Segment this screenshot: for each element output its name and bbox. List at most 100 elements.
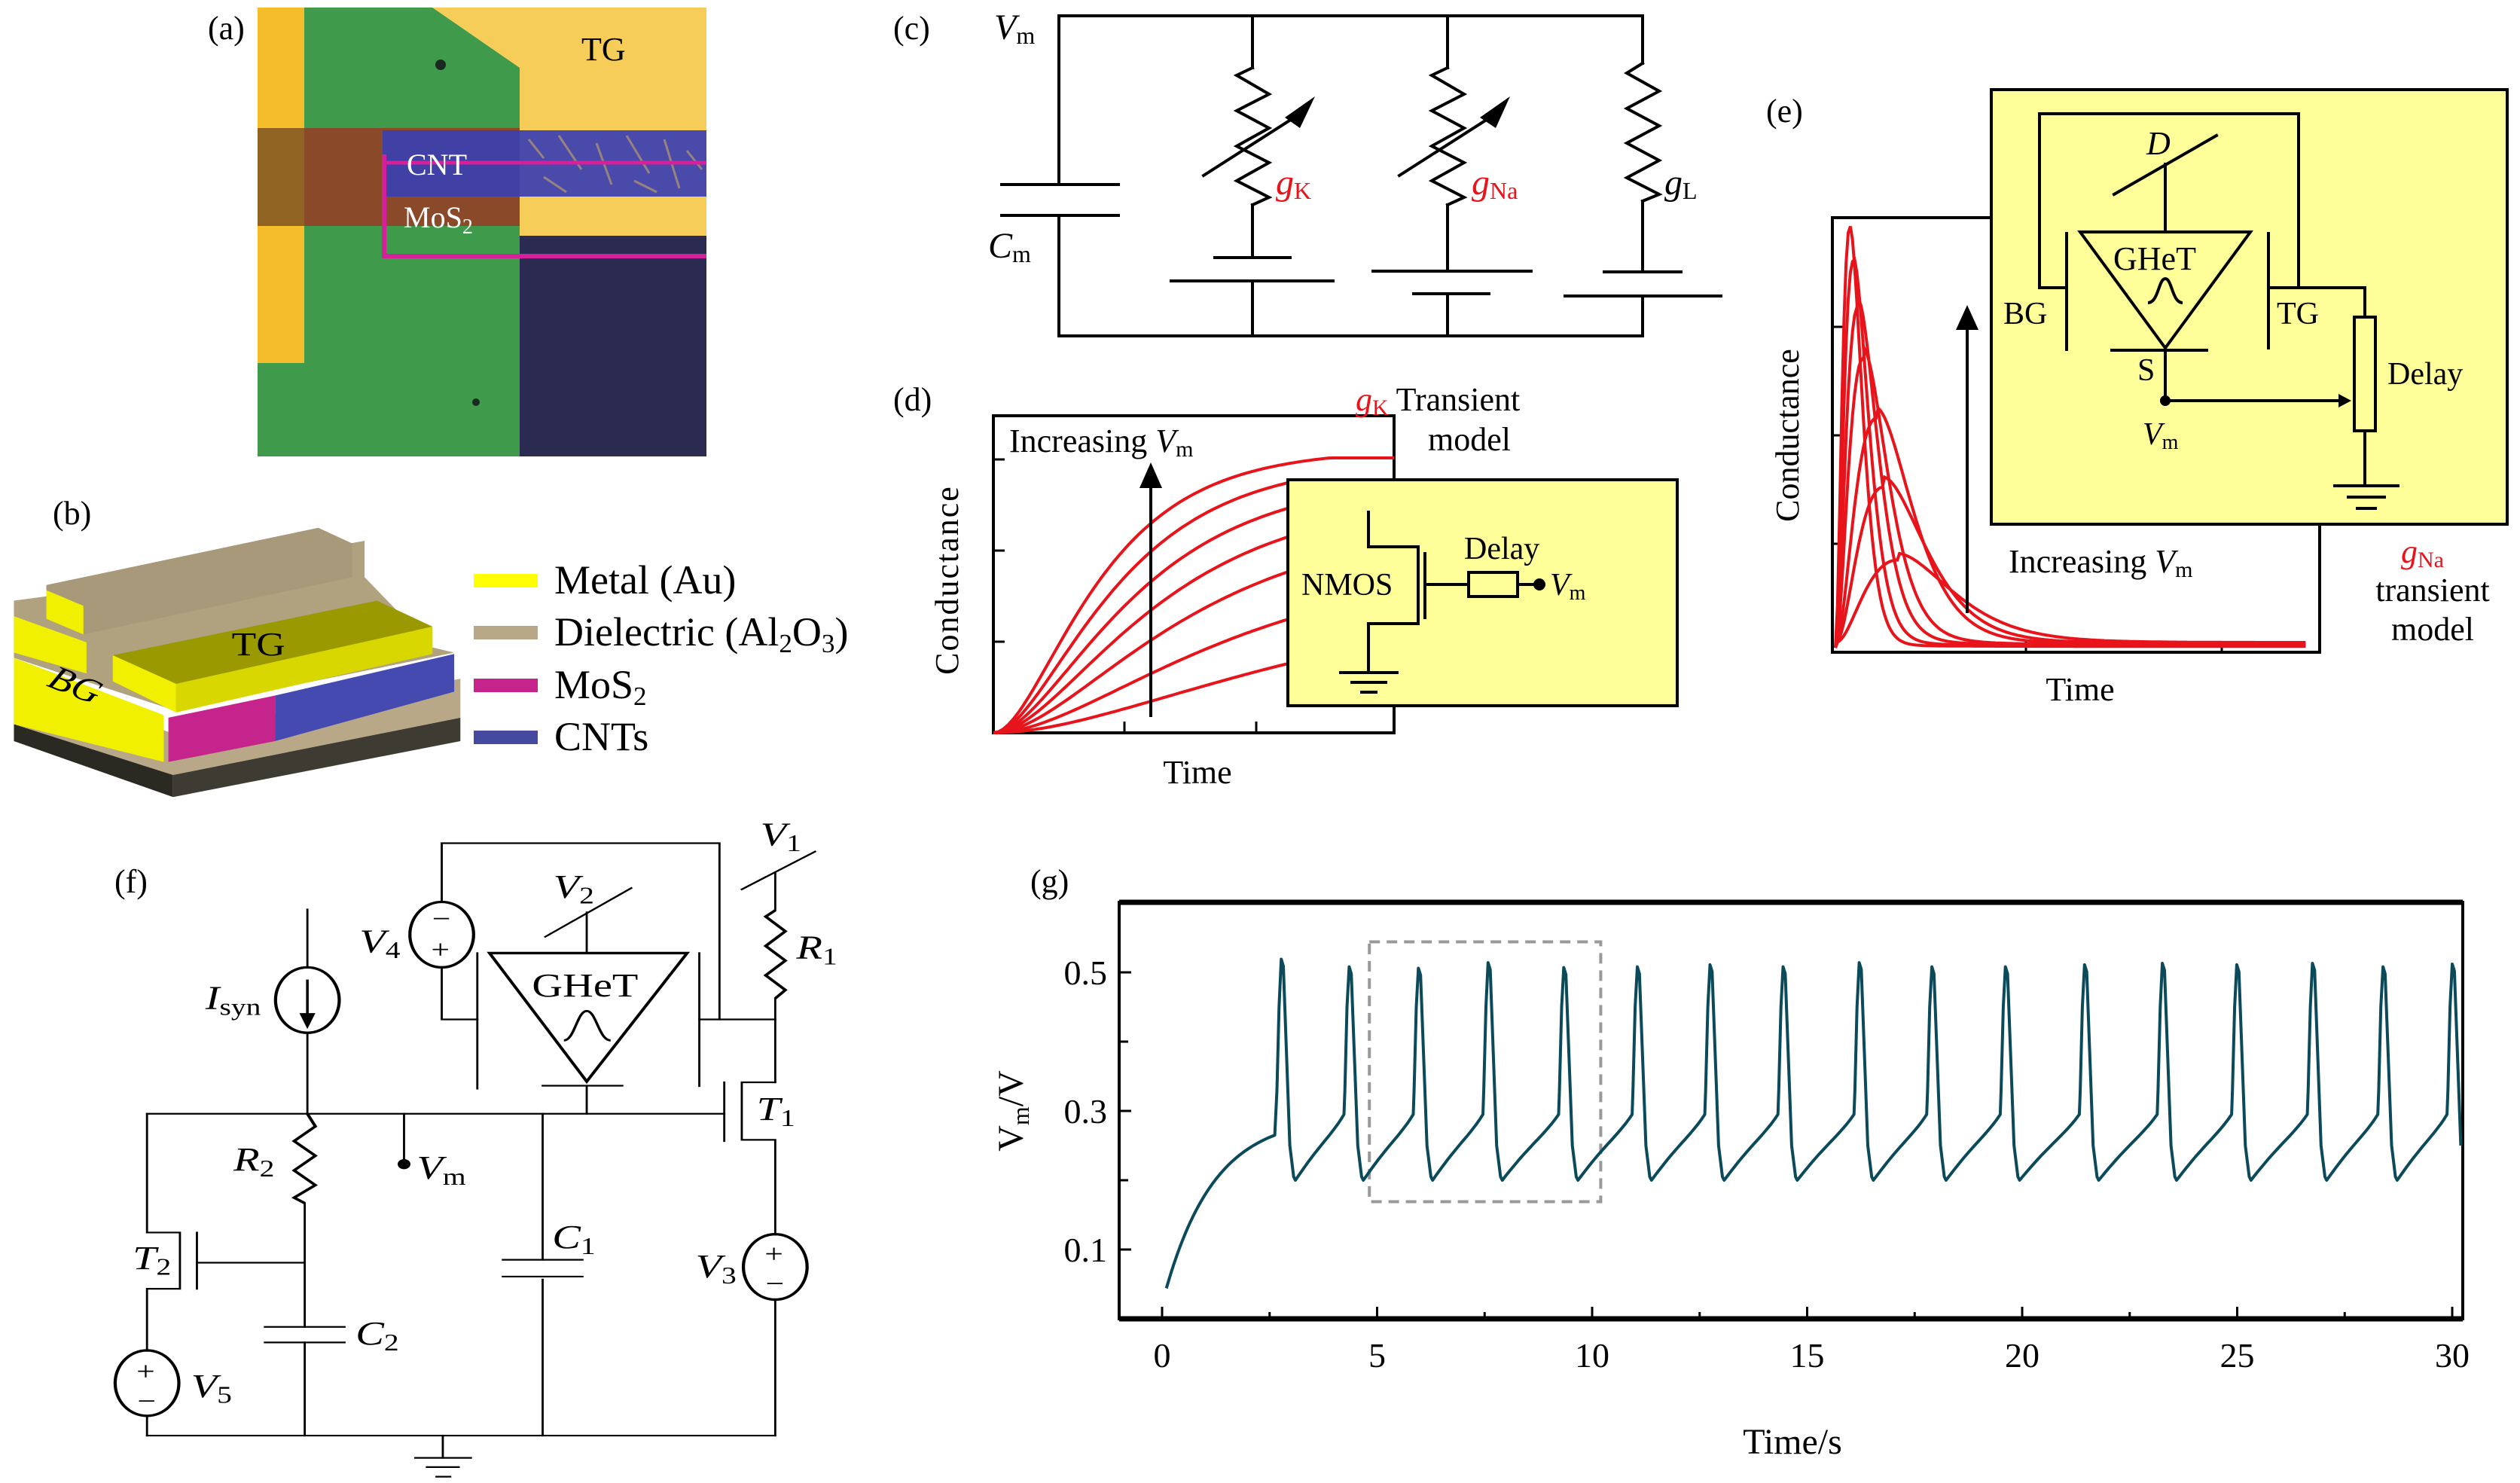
dielectric-top bbox=[46, 527, 352, 635]
source-v5 bbox=[113, 1349, 181, 1417]
y-tick-label: 0.1 bbox=[1064, 1231, 1108, 1269]
label-v3: V3 bbox=[696, 1248, 737, 1289]
capacitor-cm bbox=[1000, 183, 1120, 217]
bg-metal bbox=[14, 658, 164, 762]
vm-node bbox=[2160, 395, 2171, 406]
gk-curve-7 bbox=[993, 456, 1394, 734]
annotation-increasing-vm: Increasing Vm bbox=[1009, 423, 1193, 462]
label-tg: TG bbox=[581, 31, 626, 68]
panel-label-b: (b) bbox=[53, 495, 92, 532]
gaussian-icon bbox=[563, 1009, 612, 1042]
current-source-isyn bbox=[273, 966, 341, 1034]
label-cm: Cm bbox=[988, 226, 1031, 267]
gaussian-icon bbox=[2147, 276, 2183, 304]
variable-arrow-gna bbox=[1397, 96, 1510, 178]
label-t1: T1 bbox=[757, 1091, 795, 1131]
label-t2: T2 bbox=[133, 1239, 171, 1280]
panel-label-g: (g) bbox=[1030, 863, 1069, 900]
panel-f-neuron-circuit: − + + − + − Isyn V4 V2 GHeT V1 R1 T1 R2 … bbox=[113, 816, 837, 1478]
legend-swatch-dielectric bbox=[474, 626, 538, 639]
gheT-inset-box bbox=[1990, 88, 2509, 526]
label-r2: R2 bbox=[233, 1141, 274, 1182]
label-mos2: MoS2 bbox=[404, 200, 473, 239]
battery-el bbox=[1564, 270, 1722, 298]
delay-element bbox=[2353, 316, 2377, 432]
polarity-plus: + bbox=[431, 935, 450, 965]
label-gl: gL bbox=[1664, 163, 1698, 204]
label-bg: BG bbox=[2003, 297, 2047, 331]
substrate-side bbox=[172, 717, 461, 798]
x-tick-label: 5 bbox=[1368, 1336, 1386, 1375]
battery-ek bbox=[1170, 256, 1335, 282]
label-tg: TG bbox=[2277, 297, 2319, 331]
resistor-gna bbox=[1428, 66, 1468, 207]
label-c1: C1 bbox=[552, 1219, 595, 1259]
x-tick-label: 10 bbox=[1575, 1336, 1609, 1375]
x-tick-label: 25 bbox=[2220, 1336, 2255, 1375]
annotation-increasing-vm: Increasing Vm bbox=[2009, 543, 2192, 582]
gna-curves bbox=[1834, 225, 2306, 648]
panel-label-f: (f) bbox=[114, 863, 148, 900]
label-isyn: Isyn bbox=[205, 979, 261, 1020]
panel-a-micrograph: TG CNT MoS2 bbox=[258, 8, 706, 456]
label-v5: V5 bbox=[191, 1367, 232, 1408]
label-tg: TG bbox=[232, 625, 285, 663]
x-axis-label: Time/s bbox=[1743, 1422, 1842, 1462]
legend-swatch-cnts bbox=[474, 731, 538, 744]
polarity-minus: − bbox=[766, 1269, 785, 1298]
gheT-inset-circuit bbox=[2038, 112, 2399, 510]
resistor-r2 bbox=[291, 1113, 319, 1204]
arrow-head bbox=[2338, 394, 2351, 407]
vm-trace bbox=[1164, 957, 2463, 1289]
label-delay: Delay bbox=[1464, 532, 1539, 566]
mos2-layer bbox=[168, 695, 276, 762]
label-d: D bbox=[2146, 125, 2171, 162]
gna-curve-7 bbox=[1834, 225, 2306, 648]
y-axis-label: Vm/V bbox=[991, 1070, 1034, 1152]
gk-curve-4 bbox=[993, 535, 1290, 734]
polarity-minus: − bbox=[138, 1387, 157, 1416]
gk-curves bbox=[993, 456, 1394, 734]
label-vm: Vm bbox=[2143, 417, 2179, 454]
vm-node bbox=[1533, 578, 1545, 590]
resistor-gk bbox=[1233, 66, 1273, 207]
particle bbox=[435, 60, 446, 70]
circuit-wires bbox=[145, 842, 817, 1478]
resistor-gl bbox=[1623, 61, 1663, 203]
label-vm: Vm bbox=[994, 8, 1035, 49]
label-nmos: NMOS bbox=[1301, 568, 1393, 603]
polarity-minus: − bbox=[432, 904, 451, 933]
panel-label-d: (d) bbox=[893, 381, 932, 418]
legend-label: Metal (Au) bbox=[554, 557, 737, 603]
polarity-plus: + bbox=[764, 1240, 783, 1269]
label-v1: V1 bbox=[761, 816, 801, 856]
arrow-head bbox=[299, 1013, 316, 1030]
tg-electrode-stripe bbox=[520, 200, 706, 236]
label-r1: R1 bbox=[795, 929, 837, 969]
gk-curve-1 bbox=[993, 661, 1290, 734]
highlight-box bbox=[1368, 940, 1603, 1204]
x-axis-label: Time bbox=[1163, 754, 1231, 791]
increasing-arrow bbox=[1956, 305, 1978, 613]
panel-c-hh-circuit: Vm Cm gK gNa gL bbox=[988, 8, 1722, 337]
gk-curve-6 bbox=[993, 481, 1290, 734]
battery-ena bbox=[1371, 270, 1533, 295]
y-axis-label: Conductance bbox=[929, 485, 966, 675]
label-gk: gK bbox=[1276, 163, 1311, 204]
mos2-left-overlap bbox=[258, 128, 304, 226]
label-gna: gNa bbox=[1472, 163, 1518, 204]
particle bbox=[472, 398, 480, 406]
source-v4 bbox=[408, 900, 475, 969]
gk-curve-5 bbox=[993, 506, 1290, 734]
x-tick-label: 15 bbox=[1790, 1336, 1825, 1375]
label-vm: Vm bbox=[1550, 568, 1586, 605]
y-axis-label: Conductance bbox=[1769, 349, 1806, 522]
circuit-wires bbox=[1057, 14, 1644, 337]
metal-left-cap bbox=[46, 590, 84, 635]
label-delay: Delay bbox=[2387, 357, 2463, 392]
vm-node bbox=[398, 1158, 410, 1170]
label-vm: Vm bbox=[416, 1149, 466, 1190]
panel-label-a: (a) bbox=[208, 10, 245, 47]
